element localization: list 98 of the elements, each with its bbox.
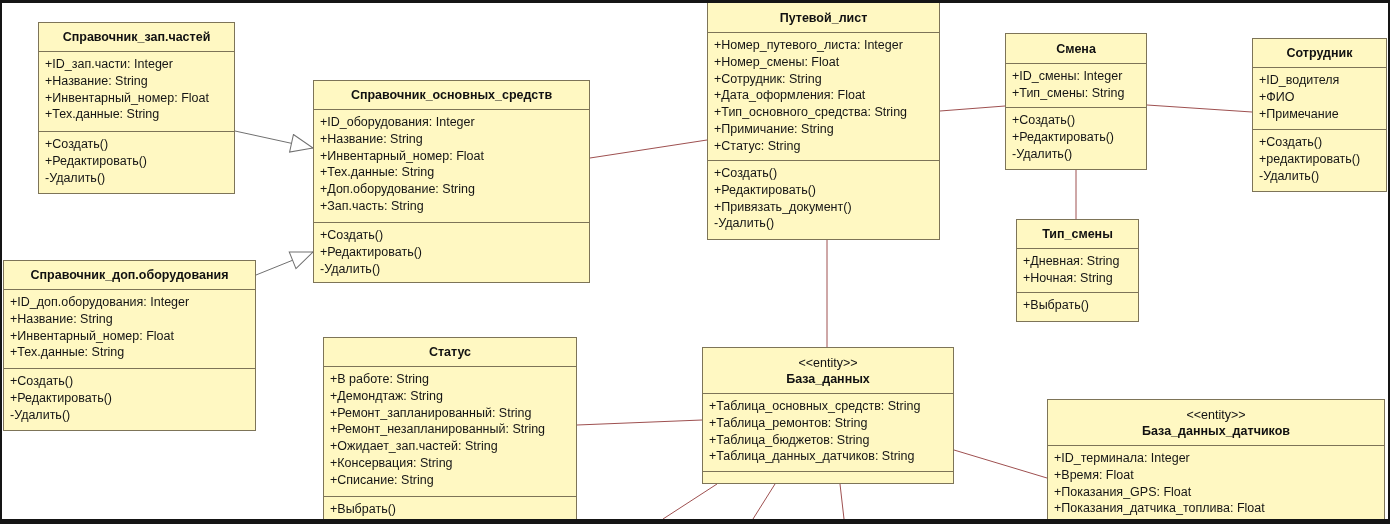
- method-text: +Создать(): [1259, 134, 1323, 151]
- attribute-text: +Ремонт_запланированный: String: [330, 404, 532, 422]
- attribute-text: +Дневная: String: [1023, 253, 1120, 270]
- association-line: [1075, 169, 1077, 220]
- attribute-text: +ФИО: [1259, 88, 1295, 106]
- attribute-text: +Таблица_ремонтов: String: [709, 414, 868, 432]
- attribute-text: +Тип_смены: String: [1012, 84, 1125, 102]
- attribute-text: +Инвентарный_номер: Float: [45, 89, 209, 107]
- attribute-text: +ID_терминала: Integer: [1054, 450, 1190, 467]
- attribute-text: +Статус: String: [714, 137, 801, 155]
- method-text: +редактировать(): [1259, 150, 1361, 168]
- class-name: Тип_смены: [1042, 226, 1113, 242]
- stereotype-label: <<entity>>: [798, 354, 858, 371]
- method-text: -Удалить(): [10, 406, 71, 424]
- class-box: [707, 2, 940, 240]
- attribute-text: +ID_зап.части: Integer: [45, 56, 173, 73]
- attribute-text: +Сотрудник: String: [714, 70, 822, 88]
- class-name: Статус: [428, 344, 472, 360]
- attribute-text: +Инвентарный_номер: Float: [10, 327, 174, 345]
- attribute-text: +Таблица_основных_средств: String: [709, 398, 921, 415]
- method-text: +Создать(): [45, 136, 109, 153]
- attribute-text: +Название: String: [45, 72, 148, 90]
- class-box: [1016, 219, 1139, 322]
- method-text: +Создать(): [1012, 112, 1076, 129]
- attribute-text: +Показания_GPS: Float: [1054, 483, 1192, 501]
- method-text: -Удалить(): [45, 169, 106, 187]
- attribute-text: +ID_водителя: [1259, 72, 1340, 89]
- class-name: Сотрудник: [1286, 45, 1353, 61]
- class-box: [702, 347, 954, 484]
- association-line: [839, 483, 845, 520]
- association-line: [826, 239, 828, 348]
- class-name: Справочник_доп.оборудования: [30, 267, 229, 283]
- attribute-text: +Консервация: String: [330, 455, 453, 472]
- method-text: +Создать(): [10, 373, 74, 390]
- method-text: +Редактировать(): [1012, 128, 1114, 146]
- attribute-text: +Название: String: [10, 310, 113, 328]
- association-line: [662, 483, 718, 520]
- attribute-text: +Номер_смены: Float: [714, 53, 840, 71]
- association-line: [939, 105, 1006, 112]
- class-box: [1005, 33, 1147, 170]
- method-text: +Выбрать(): [330, 501, 396, 518]
- generalization-arrow: [255, 251, 314, 276]
- attribute-text: +ID_доп.оборудования: Integer: [10, 294, 190, 311]
- generalization-arrow: [234, 130, 314, 153]
- attribute-text: +Тех.данные: String: [10, 344, 125, 362]
- attribute-text: +Время: Float: [1054, 466, 1134, 484]
- association-line: [1146, 104, 1253, 113]
- association-line: [576, 419, 703, 426]
- attribute-text: +ID_смены: Integer: [1012, 68, 1123, 85]
- attribute-text: +Показания_датчика_топлива: Float: [1054, 500, 1265, 518]
- attribute-text: +Ожидает_зап.частей: String: [330, 438, 498, 455]
- attribute-text: +Примечание: [1259, 105, 1339, 123]
- attribute-text: +Доп.оборудование: String: [320, 181, 475, 198]
- class-box: [3, 260, 256, 431]
- class-name: База_данных: [786, 370, 870, 387]
- attribute-text: +Тип_основного_средства: String: [714, 104, 908, 121]
- attribute-text: +ID_оборудования: Integer: [320, 114, 475, 131]
- attribute-text: +Ремонт_незапланированный: String: [330, 421, 546, 439]
- attribute-text: +Демондтаж: String: [330, 387, 443, 405]
- attribute-text: +Примичание: String: [714, 121, 834, 138]
- attribute-text: +Таблица_бюджетов: String: [709, 431, 870, 449]
- association-line: [953, 449, 1048, 479]
- attribute-text: +Ночная: String: [1023, 269, 1113, 287]
- attribute-text: +Название: String: [320, 130, 423, 148]
- class-box: [313, 80, 590, 283]
- attribute-text: +Списание: String: [330, 471, 434, 489]
- class-box: [1252, 38, 1387, 192]
- attribute-text: +Инвентарный_номер: Float: [320, 147, 484, 165]
- attribute-text: +Тех.данные: String: [320, 164, 435, 182]
- method-text: +Редактировать(): [10, 389, 112, 407]
- method-text: -Удалить(): [1259, 167, 1320, 185]
- method-text: -Удалить(): [1012, 145, 1073, 163]
- attribute-text: +Номер_путевого_листа: Integer: [714, 37, 903, 54]
- class-box: [38, 22, 235, 194]
- class-name: Справочник_зап.частей: [62, 29, 211, 45]
- method-text: -Удалить(): [320, 260, 381, 278]
- class-name: Путевой_лист: [779, 9, 868, 26]
- attribute-text: +Зап.часть: String: [320, 198, 424, 215]
- class-name: Смена: [1056, 40, 1096, 57]
- method-text: +Создать(): [320, 227, 384, 244]
- method-text: +Редактировать(): [320, 243, 422, 261]
- attribute-text: +Таблица_данных_датчиков: String: [709, 448, 915, 466]
- method-text: +Выбрать(): [1023, 297, 1089, 314]
- attribute-text: +В работе: String: [330, 371, 429, 388]
- method-text: +Создать(): [714, 165, 778, 182]
- method-text: -Удалить(): [714, 215, 775, 233]
- attribute-text: +Тех.данные: String: [45, 106, 160, 124]
- method-text: +Привязать_документ(): [714, 198, 852, 216]
- attribute-text: +Дата_оформления: Float: [714, 87, 866, 105]
- class-box: [1047, 399, 1385, 519]
- method-text: +Редактировать(): [45, 152, 147, 170]
- association-line: [589, 139, 708, 159]
- class-name: База_данных_датчиков: [1142, 422, 1290, 439]
- method-text: +Редактировать(): [714, 181, 816, 199]
- class-name: Справочник_основных_средств: [350, 87, 553, 103]
- stereotype-label: <<entity>>: [1186, 406, 1246, 423]
- class-box: [323, 337, 577, 519]
- association-line: [752, 483, 776, 520]
